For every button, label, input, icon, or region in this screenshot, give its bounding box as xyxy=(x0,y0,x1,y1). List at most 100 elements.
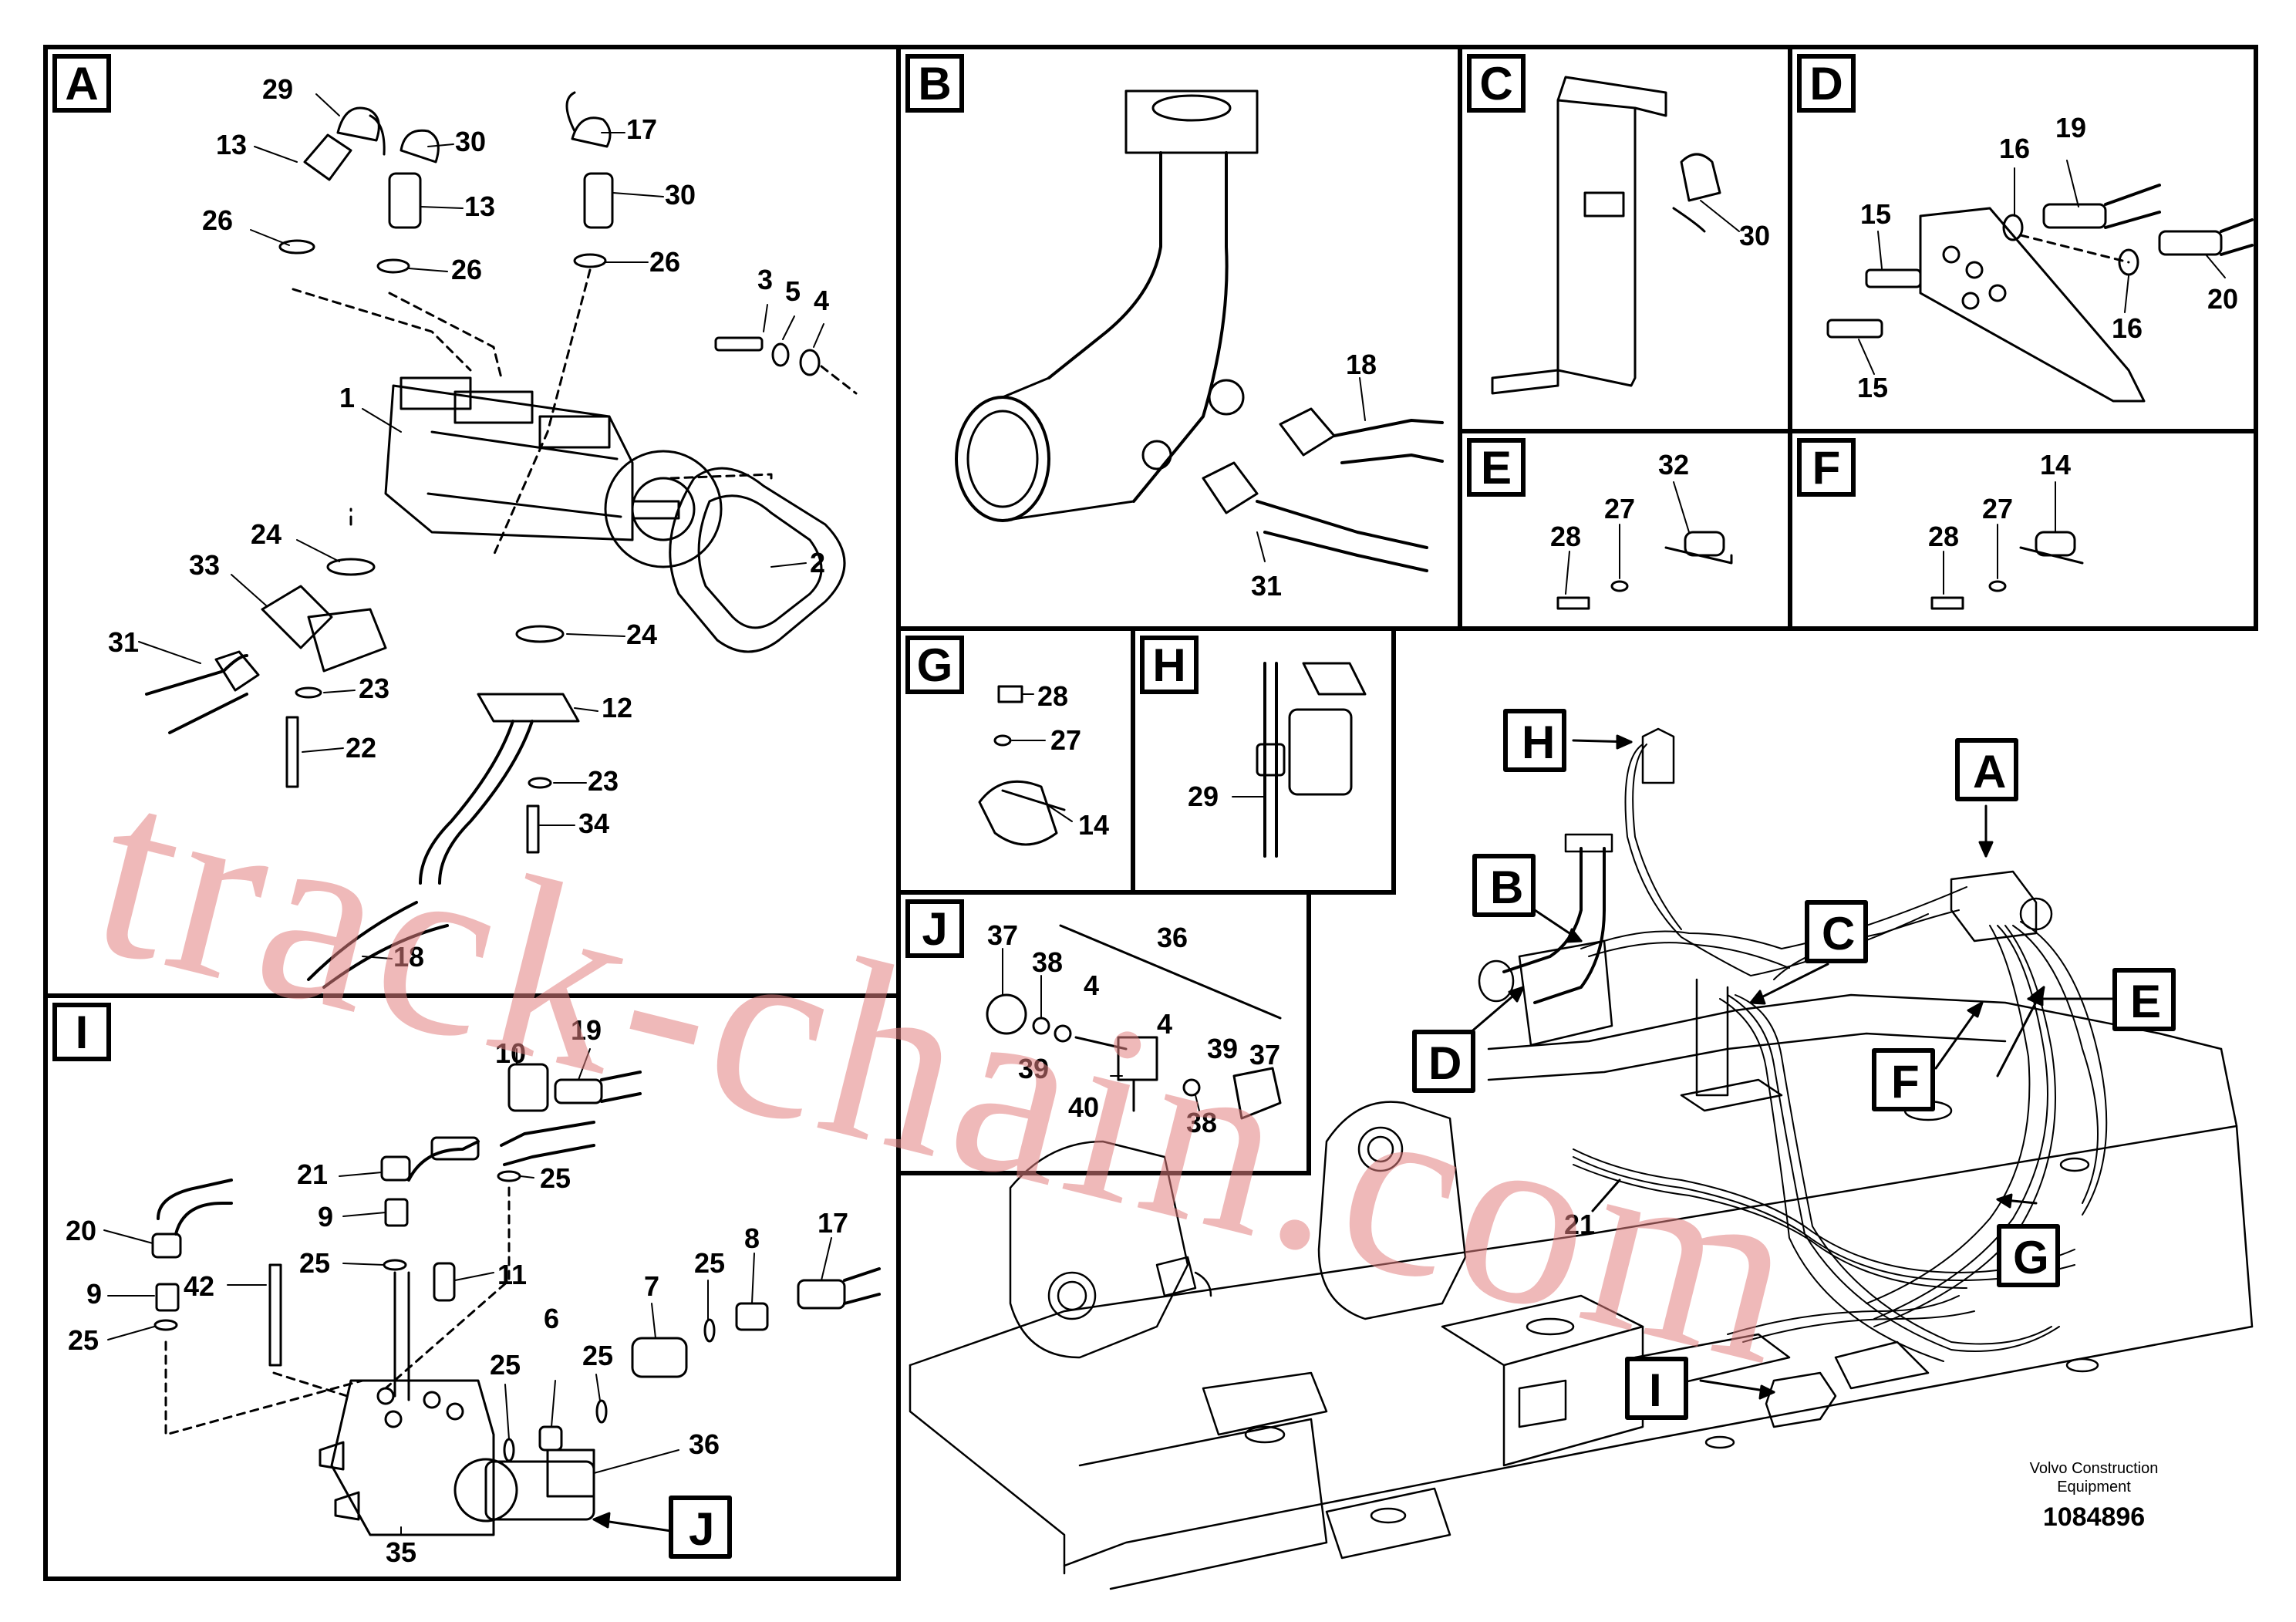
callout-d-19: 19 xyxy=(2055,112,2086,143)
overview-box-i xyxy=(1625,1357,1688,1420)
callout-a-24b: 24 xyxy=(626,619,657,650)
panel-d-label: D xyxy=(1797,54,1856,113)
callout-a-17: 17 xyxy=(626,113,657,145)
callout-a-13b: 13 xyxy=(464,191,495,222)
panel-f-drawing xyxy=(1930,481,2084,610)
overview-box-b xyxy=(1472,854,1536,917)
bolt-28-e-icon xyxy=(1556,596,1590,610)
adapter-9-b-icon xyxy=(155,1283,180,1312)
overview-box-h xyxy=(1503,709,1566,772)
panel-i: I xyxy=(43,993,901,1581)
callout-e-28: 28 xyxy=(1550,521,1581,552)
callout-j-36: 36 xyxy=(1157,922,1188,953)
callout-e-27: 27 xyxy=(1604,493,1635,524)
callout-i-21: 21 xyxy=(297,1158,328,1190)
overview-letter-b: B xyxy=(1490,862,1523,913)
o-ring-26-b-icon xyxy=(376,258,410,274)
callout-j-38b: 38 xyxy=(1186,1107,1217,1138)
bolt-34-icon xyxy=(526,804,540,854)
callout-a-22: 22 xyxy=(346,732,376,764)
overview-label-boxes xyxy=(669,709,2176,1559)
callout-a-26b: 26 xyxy=(451,254,482,285)
hose-end-20-icon xyxy=(2158,230,2223,256)
panel-e: E xyxy=(1458,429,1792,631)
panel-g-drawing xyxy=(978,685,1073,846)
o-ring-25-f-icon xyxy=(703,1318,716,1343)
o-ring-24-b-icon xyxy=(515,625,565,643)
adapter-13-icon xyxy=(388,172,422,229)
callout-j-39b: 39 xyxy=(1207,1033,1238,1064)
panel-a-drawing xyxy=(138,91,858,989)
panel-e-label: E xyxy=(1467,438,1526,497)
bolt-28-f-icon xyxy=(1930,596,1964,610)
panel-c-drawing xyxy=(1491,76,1740,395)
connector-30-icon xyxy=(400,129,440,164)
hose-18-icon xyxy=(307,901,418,981)
callout-i-19: 19 xyxy=(571,1014,602,1046)
callout-a-3: 3 xyxy=(757,264,773,295)
elbow-10-icon xyxy=(507,1063,549,1112)
callout-b-18: 18 xyxy=(1346,349,1377,380)
callout-a-12: 12 xyxy=(602,692,632,723)
callout-d-20: 20 xyxy=(2207,283,2238,315)
panel-d-drawing xyxy=(1826,160,2254,403)
washer-27-e-icon xyxy=(1610,580,1629,592)
callout-f-14: 14 xyxy=(2040,449,2071,481)
callout-g-27: 27 xyxy=(1050,724,1081,756)
panel-i-drawing xyxy=(103,1048,881,1536)
port-fitting-b-icon xyxy=(1141,440,1172,470)
bracket-icon xyxy=(1556,99,1637,387)
callout-j-4a: 4 xyxy=(1084,969,1099,1001)
pump-flange-icon xyxy=(604,450,723,568)
callout-j-40: 40 xyxy=(1068,1091,1099,1123)
valve-overview-icon xyxy=(1765,1371,1837,1428)
panel-c-label: C xyxy=(1467,54,1526,113)
callout-j-38a: 38 xyxy=(1032,946,1063,978)
callout-a-4: 4 xyxy=(814,285,829,316)
clamp-32-icon xyxy=(1684,531,1725,557)
callout-g-28: 28 xyxy=(1037,680,1068,712)
callout-a-30a: 30 xyxy=(455,126,486,157)
callout-d-15a: 15 xyxy=(1860,198,1891,230)
panel-i-letter-j: J xyxy=(689,1503,714,1555)
coil-37-b-icon xyxy=(1232,1067,1282,1120)
frame-rail-top-icon xyxy=(909,1125,2238,1367)
valve-block-35-icon xyxy=(330,1379,495,1536)
clamp-14-g-icon xyxy=(978,780,1058,846)
panel-e-drawing xyxy=(1556,481,1733,610)
callout-a-1: 1 xyxy=(339,382,355,413)
callout-i-25e: 25 xyxy=(582,1340,613,1371)
check-valve-7-icon xyxy=(631,1337,688,1378)
callout-i-20: 20 xyxy=(66,1215,96,1246)
callout-i-25c: 25 xyxy=(68,1324,99,1356)
fitting-21-icon xyxy=(380,1155,411,1182)
overview-box-f xyxy=(1872,1048,1935,1111)
overview-letter-c: C xyxy=(1822,908,1855,959)
bolt-3-icon xyxy=(714,336,764,352)
nut-16-b-icon xyxy=(2118,248,2139,276)
overview-letter-i: I xyxy=(1649,1364,1662,1416)
callout-i-42: 42 xyxy=(184,1270,214,1302)
callout-i-17: 17 xyxy=(818,1207,848,1239)
callout-i-36: 36 xyxy=(689,1428,720,1460)
callout-a-34: 34 xyxy=(578,808,609,839)
callout-i-25d: 25 xyxy=(694,1247,725,1279)
nut-16-a-icon xyxy=(2002,214,2024,241)
hose-20-icon xyxy=(157,1179,233,1220)
callout-h-29: 29 xyxy=(1188,781,1219,812)
callout-j-37a: 37 xyxy=(987,919,1018,951)
tube-icon xyxy=(419,720,514,885)
panel-b-label: B xyxy=(905,54,964,113)
company-name-line2: Equipment xyxy=(2057,1479,2131,1496)
callout-a-29: 29 xyxy=(262,73,293,105)
callout-d-16a: 16 xyxy=(1999,133,2030,164)
callout-b-31: 31 xyxy=(1251,570,1282,602)
solenoid-40-icon xyxy=(1117,1036,1158,1081)
boom-pivot-icon xyxy=(1009,1140,1189,1359)
callout-i-25b: 25 xyxy=(299,1247,330,1279)
hose-end-19-icon xyxy=(2042,203,2107,229)
washer-23-b-icon xyxy=(528,777,552,789)
callout-i-10: 10 xyxy=(495,1037,526,1069)
panel-g: G xyxy=(896,626,1135,895)
clip-icon xyxy=(1583,191,1625,218)
